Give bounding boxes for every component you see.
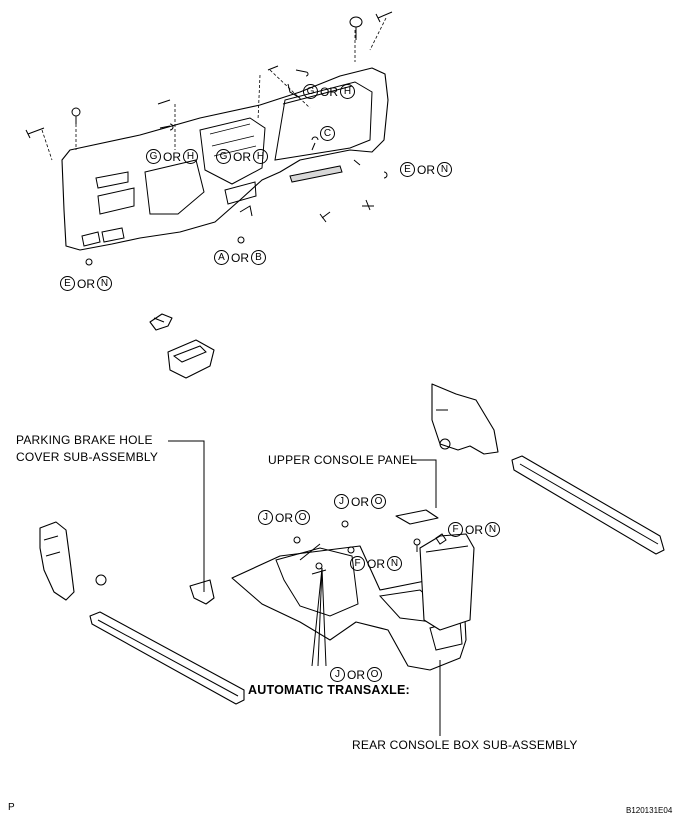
instrument-panel: [25, 11, 393, 266]
center-bracket-and-cover: [149, 313, 215, 379]
label-parking-brake-hole-line2: COVER SUB-ASSEMBLY: [16, 450, 159, 464]
console-assembly: [231, 509, 475, 671]
figure-id: B120131E04: [626, 806, 673, 815]
label-upper-console-panel: UPPER CONSOLE PANEL: [268, 453, 417, 467]
leader-lines: [168, 440, 441, 736]
left-side-parts: [39, 521, 245, 705]
ref-c: C: [320, 126, 335, 142]
right-side-parts: [431, 383, 665, 555]
corner-mark-p: P: [8, 802, 15, 813]
console-fasteners: [293, 520, 447, 570]
label-parking-brake-hole-line1: PARKING BRAKE HOLE: [16, 433, 153, 447]
label-automatic-transaxle: AUTOMATIC TRANSAXLE:: [248, 683, 410, 697]
label-rear-console-box: REAR CONSOLE BOX SUB-ASSEMBLY: [352, 738, 578, 752]
